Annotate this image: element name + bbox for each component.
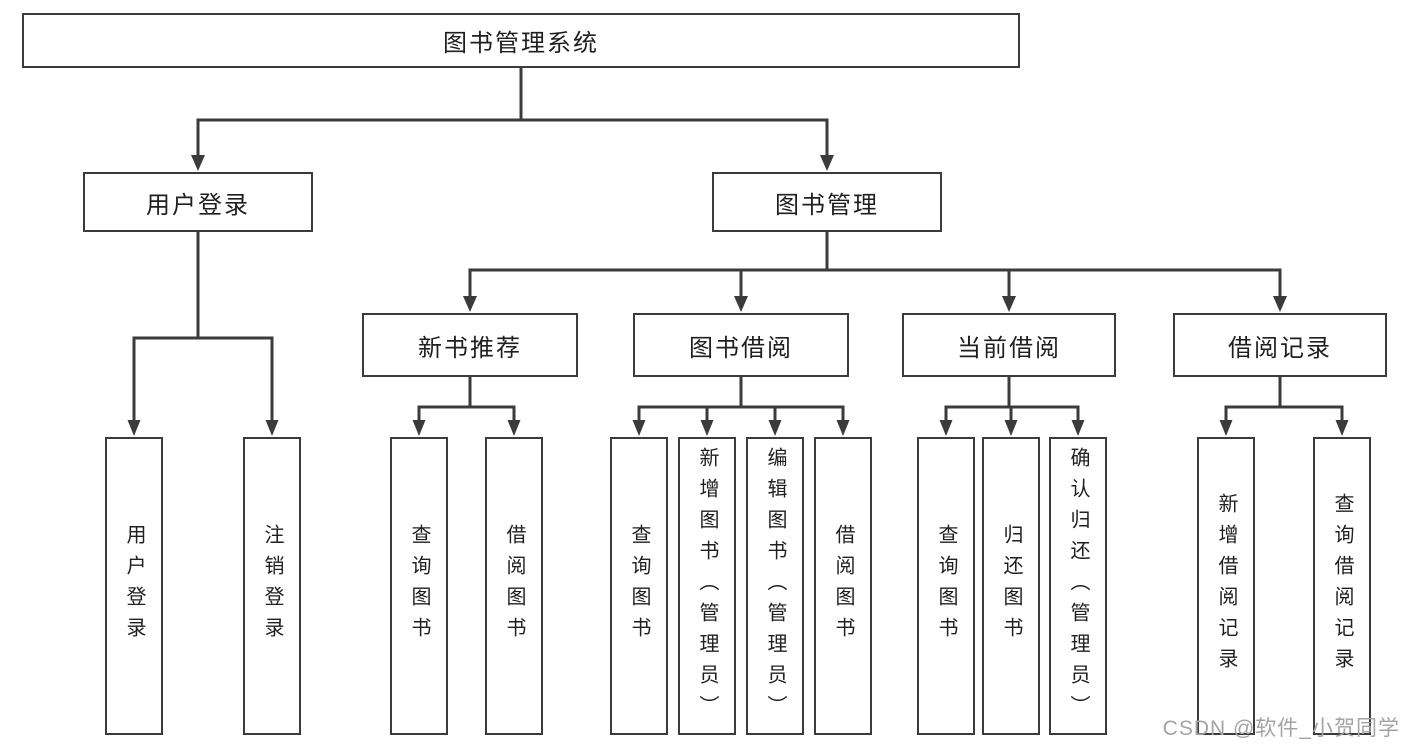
node-book-management: 图书管理 [712,172,942,232]
arrowhead [632,420,646,436]
leaf-logout: 注销登录 [243,437,301,735]
connector-root-to-level2 [191,68,834,171]
leaf-return-book: 归还图书 [982,437,1040,735]
node-user-login: 用户登录 [83,172,313,232]
leaf-query-book-2: 查询图书 [610,437,668,735]
leaf-edit-book-admin: 编辑图书（管理员） [746,437,804,735]
leaf-query-borrow-record: 查询借阅记录 [1313,437,1371,735]
connector-user-login-children [127,232,279,436]
arrowhead [836,420,850,436]
arrowhead [939,420,953,436]
connector-book-management-to-level3 [463,232,1287,312]
connector-new-book-children [412,377,521,436]
leaf-query-book-3: 查询图书 [917,437,975,735]
connector-current-borrow-children [939,377,1085,436]
arrowhead [768,420,782,436]
arrowhead [191,155,205,171]
arrowhead [1335,420,1349,436]
arrowhead [1002,296,1016,312]
arrowhead [463,296,477,312]
node-borrow-record: 借阅记录 [1173,313,1387,377]
arrowhead [700,420,714,436]
leaf-query-book-1: 查询图书 [390,437,448,735]
arrowhead [1273,296,1287,312]
leaf-user-login: 用户登录 [105,437,163,735]
arrowhead [820,155,834,171]
node-new-book-recommend: 新书推荐 [362,313,578,377]
leaf-add-borrow-record: 新增借阅记录 [1197,437,1255,735]
leaf-borrow-book-1: 借阅图书 [485,437,543,735]
connector-borrow-record-children [1219,377,1349,436]
node-current-borrow: 当前借阅 [902,313,1116,377]
arrowhead [1004,420,1018,436]
leaf-confirm-return-admin: 确认归还（管理员） [1049,437,1107,735]
node-root-system: 图书管理系统 [22,13,1020,68]
csdn-watermark: CSDN @软件_小贺同学 [1162,717,1400,740]
connector-book-borrow-children [632,377,850,436]
leaf-add-book-admin: 新增图书（管理员） [678,437,736,735]
arrowhead [265,420,279,436]
arrowhead [1071,420,1085,436]
node-book-borrow: 图书借阅 [633,313,849,377]
arrowhead [1219,420,1233,436]
arrowhead [734,296,748,312]
arrowhead [412,420,426,436]
arrowhead [507,420,521,436]
leaf-borrow-book-2: 借阅图书 [814,437,872,735]
arrowhead [127,420,141,436]
